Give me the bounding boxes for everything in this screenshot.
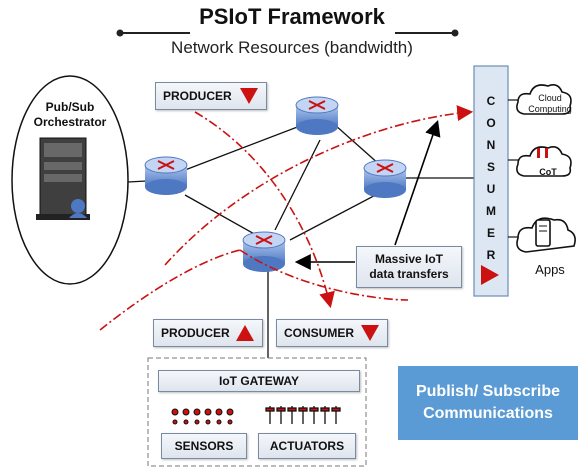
pubsub-communications-box: Publish/ Subscribe Communications bbox=[398, 366, 578, 440]
router-bottom bbox=[242, 231, 286, 272]
producer-top-down-arrow-icon bbox=[240, 88, 258, 104]
consumer-column bbox=[473, 65, 509, 297]
cot-cloud-icon bbox=[508, 146, 572, 177]
router-left bbox=[144, 156, 188, 195]
cot-label: CoT bbox=[539, 167, 557, 177]
consumer-letter: R bbox=[486, 248, 496, 262]
cloud-computing-label: Cloud Computing bbox=[522, 93, 578, 115]
consumer-box-bottom: CONSUMER bbox=[276, 319, 388, 347]
producer-top-label: PRODUCER bbox=[163, 89, 232, 103]
router-top bbox=[295, 96, 339, 135]
callout-line1: Massive IoT bbox=[374, 252, 444, 266]
diagram-subtitle: Network Resources (bandwidth) bbox=[171, 38, 413, 57]
iot-gateway-box: IoT GATEWAY bbox=[158, 370, 360, 392]
callout-arrows bbox=[294, 119, 441, 270]
actuator-icons bbox=[265, 406, 341, 424]
orchestrator-label-line2: Orchestrator bbox=[33, 115, 107, 129]
diagram-title: PSIoT Framework bbox=[199, 4, 385, 29]
orchestrator-label-line1: Pub/Sub bbox=[45, 100, 95, 114]
pubsub-line1: Publish/ Subscribe bbox=[415, 383, 561, 400]
consumer-letter: O bbox=[486, 116, 496, 130]
apps-icon bbox=[508, 217, 576, 253]
orchestrator-label: Pub/Sub Orchestrator bbox=[30, 100, 110, 130]
consumer-letter: S bbox=[486, 160, 495, 174]
consumer-column-arrow-icon bbox=[481, 265, 499, 285]
consumer-letter: E bbox=[486, 226, 495, 240]
cloud-computing-line2: Computing bbox=[528, 104, 572, 114]
cloud-computing-line1: Cloud bbox=[538, 93, 562, 103]
callout-line2: data transfers bbox=[369, 267, 449, 281]
consumer-bottom-down-arrow-icon bbox=[361, 325, 379, 341]
consumer-bottom-label: CONSUMER bbox=[284, 326, 355, 340]
consumer-letter: C bbox=[486, 94, 496, 108]
server-icon bbox=[36, 137, 90, 220]
consumer-column-letters: C O N S U M E R bbox=[474, 90, 508, 266]
title-rule-left bbox=[116, 29, 190, 37]
cloud-icon bbox=[508, 84, 572, 115]
sensors-box: SENSORS bbox=[161, 433, 247, 459]
massive-iot-callout: Massive IoT data transfers bbox=[356, 246, 462, 288]
apps-label: Apps bbox=[535, 262, 565, 277]
producer-box-bottom: PRODUCER bbox=[153, 319, 263, 347]
consumer-letter: U bbox=[486, 182, 496, 196]
producer-box-top: PRODUCER bbox=[155, 82, 267, 110]
producer-bottom-up-arrow-icon bbox=[236, 325, 254, 341]
actuators-box: ACTUATORS bbox=[258, 433, 356, 459]
dataflow-arrows bbox=[99, 105, 474, 331]
consumer-letter: N bbox=[486, 138, 496, 152]
consumer-letter: M bbox=[486, 204, 496, 218]
sensor-icons bbox=[171, 408, 234, 425]
pubsub-line2: Communications bbox=[423, 405, 553, 422]
title-rule-right bbox=[395, 29, 459, 37]
producer-bottom-label: PRODUCER bbox=[161, 326, 230, 340]
router-right bbox=[363, 159, 407, 198]
